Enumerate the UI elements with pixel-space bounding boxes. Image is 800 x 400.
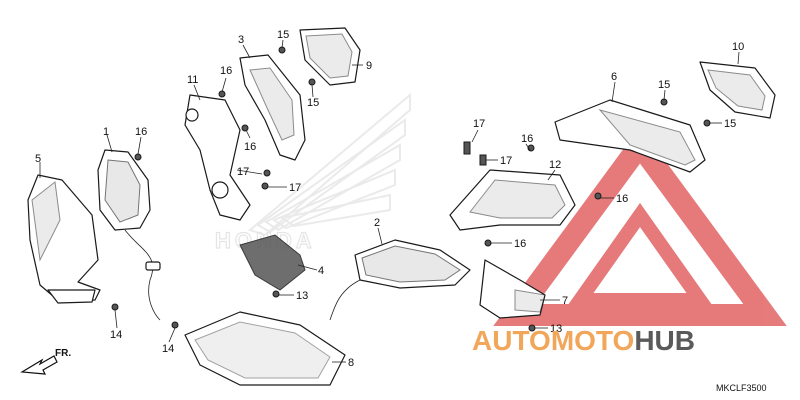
callout-16b: 16 xyxy=(220,65,232,77)
front-arrow-icon xyxy=(20,355,58,375)
callout-15d: 15 xyxy=(724,118,736,130)
automotohub-brand-text: AUTOMOTOHUB xyxy=(472,325,695,356)
callout-17b: 17 xyxy=(289,182,301,194)
part-4-cover[interactable] xyxy=(239,234,306,291)
callout-5: 5 xyxy=(35,153,41,165)
callout-14a: 14 xyxy=(110,329,122,341)
svg-text:AUTOMOTOHUB: AUTOMOTOHUB xyxy=(472,325,695,356)
callout-16e: 16 xyxy=(616,193,628,205)
part-6-upper-cover[interactable] xyxy=(554,99,706,173)
callout-15a: 15 xyxy=(277,29,289,41)
brand-hub: HUB xyxy=(634,325,695,356)
callout-16a: 16 xyxy=(135,126,147,138)
callout-3: 3 xyxy=(238,34,244,46)
front-direction-indicator: FR. xyxy=(20,348,71,375)
leader-lines xyxy=(39,39,740,363)
callout-16d: 16 xyxy=(521,133,533,145)
part-2-lens[interactable] xyxy=(329,239,471,321)
part-3-inner-cover[interactable] xyxy=(239,54,306,161)
part-12-bracket[interactable] xyxy=(449,169,576,231)
callout-6: 6 xyxy=(611,71,617,83)
callout-16f: 16 xyxy=(514,238,526,250)
part-11-bracket[interactable] xyxy=(184,94,251,221)
part-5-mirror-housing[interactable] xyxy=(27,174,101,304)
automotohub-logo-triangle xyxy=(493,126,787,326)
callout-labels: 1 2 3 4 5 6 7 8 9 10 11 12 13 13 14 14 1… xyxy=(35,29,744,369)
callout-15c: 15 xyxy=(658,79,670,91)
callout-16c: 16 xyxy=(244,141,256,153)
part-1-turn-signal[interactable] xyxy=(97,149,161,321)
callout-9: 9 xyxy=(366,60,372,72)
callout-2: 2 xyxy=(374,217,380,229)
part-7-inner-panel[interactable] xyxy=(479,259,546,319)
fasteners xyxy=(111,46,711,332)
callout-7: 7 xyxy=(562,295,568,307)
callout-4: 4 xyxy=(318,265,324,277)
front-direction-label: FR. xyxy=(55,348,71,359)
callout-13a: 13 xyxy=(296,290,308,302)
brand-auto: AUTO xyxy=(472,325,551,356)
callout-14b: 14 xyxy=(162,343,174,355)
callout-17d: 17 xyxy=(500,155,512,167)
callout-13b: 13 xyxy=(550,323,562,335)
diagram-code: MKCLF3500 xyxy=(716,383,767,393)
part-10-mirror-glass[interactable] xyxy=(699,61,776,119)
callout-10: 10 xyxy=(732,41,744,53)
brand-moto: MOTO xyxy=(551,325,634,356)
part-9-mirror-glass[interactable] xyxy=(299,27,361,86)
callout-1: 1 xyxy=(103,126,109,138)
part-8-lower-cowl[interactable] xyxy=(184,311,346,386)
callout-8: 8 xyxy=(348,357,354,369)
callout-12: 12 xyxy=(549,159,561,171)
callout-11: 11 xyxy=(187,74,198,86)
callout-17c: 17 xyxy=(473,118,485,130)
callout-17a: 17 xyxy=(237,166,249,178)
callout-15b: 15 xyxy=(307,97,319,109)
